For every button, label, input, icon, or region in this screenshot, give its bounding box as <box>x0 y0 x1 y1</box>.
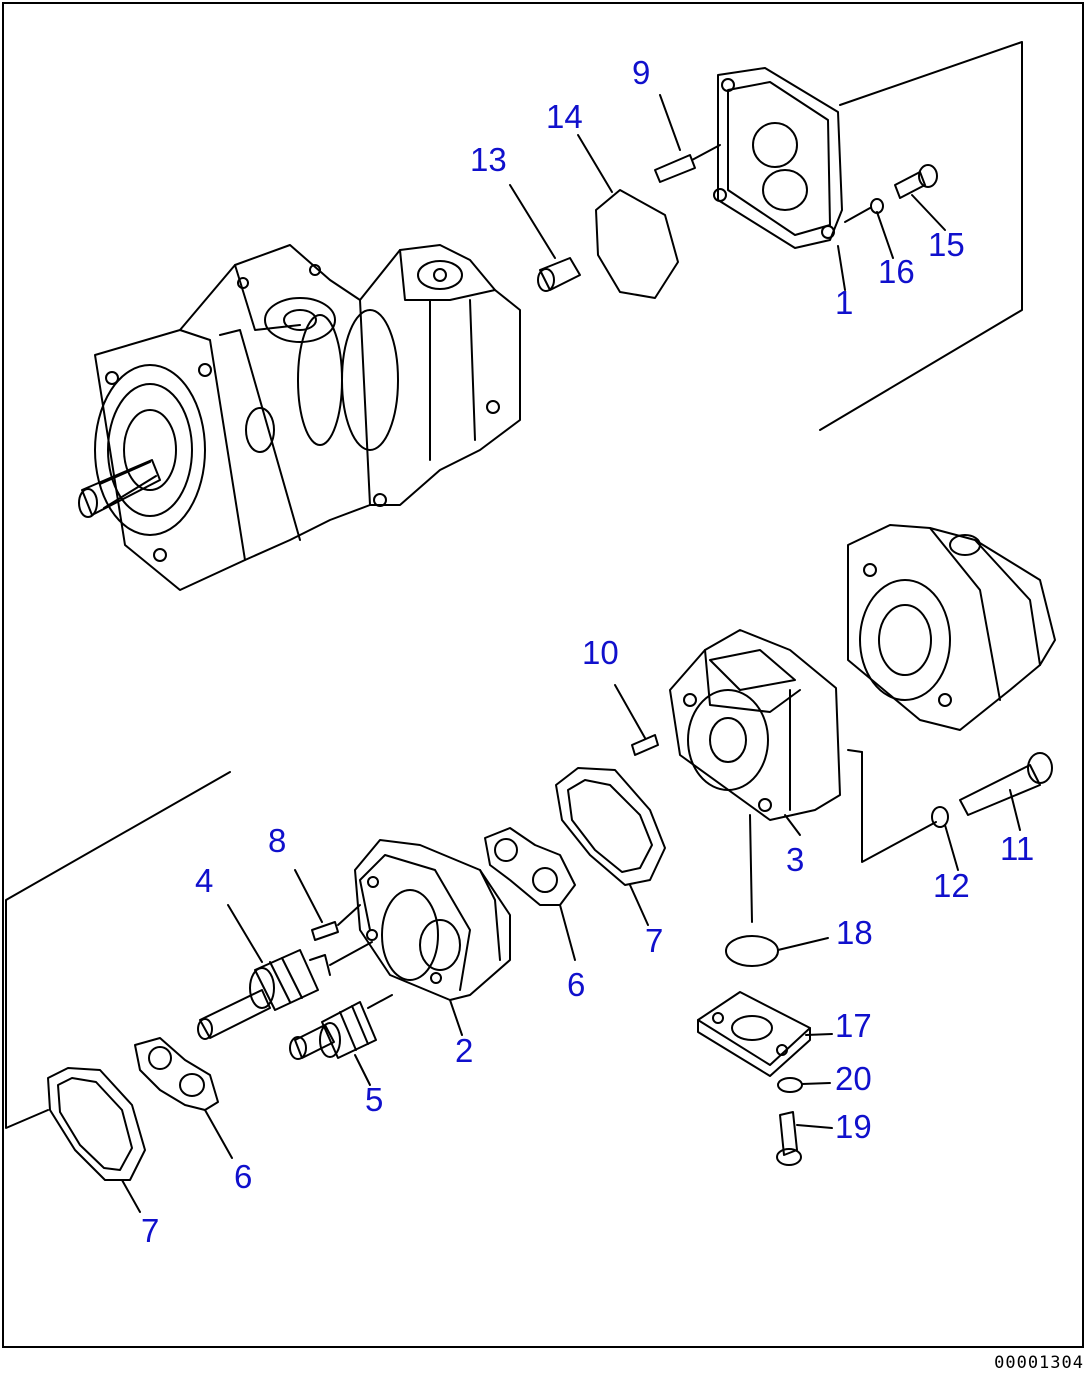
part-10-dowel-pin <box>614 684 659 756</box>
part-11-bolt <box>959 752 1053 831</box>
part-13-bushing <box>509 184 581 292</box>
part-20-washer <box>777 1077 831 1093</box>
callout-11: 11 <box>1000 830 1035 867</box>
callout-6-lower: 6 <box>234 1158 253 1195</box>
callout-20: 20 <box>835 1060 872 1097</box>
callout-19: 19 <box>835 1108 872 1145</box>
part-15-bolt <box>894 164 946 231</box>
callout-10: 10 <box>582 634 619 671</box>
part-6-bushing-plate-lower <box>134 1037 233 1159</box>
callout-5: 5 <box>365 1081 384 1118</box>
callout-14: 14 <box>546 98 583 135</box>
part-5-driven-gear <box>289 994 393 1086</box>
callout-4: 4 <box>195 862 214 899</box>
drawing-frame <box>2 2 1084 1348</box>
upper-plane-boundary <box>819 41 1023 431</box>
part-9-dowel-pin <box>654 94 721 183</box>
callout-18: 18 <box>836 914 873 951</box>
part-14-seal <box>577 134 679 299</box>
callout-17: 17 <box>835 1007 872 1044</box>
part-7-gasket-upper <box>555 767 666 926</box>
callout-9: 9 <box>632 54 651 91</box>
part-8-dowel-pin <box>294 869 361 941</box>
callout-7-lower: 7 <box>141 1212 160 1249</box>
part-18-o-ring <box>725 935 829 967</box>
part-17-flange <box>697 991 833 1077</box>
pump-assembly <box>78 244 521 591</box>
part-19-bolt <box>776 1111 833 1166</box>
callout-1: 1 <box>835 284 854 321</box>
callout-15: 15 <box>928 226 965 263</box>
part-12-washer <box>931 806 959 871</box>
callout-8: 8 <box>268 822 287 859</box>
part-2-gear-case <box>354 839 511 1036</box>
part-1-rear-cover <box>713 67 846 291</box>
part-16-washer <box>844 198 894 259</box>
callout-6-upper: 6 <box>567 966 586 1003</box>
callout-3: 3 <box>786 841 805 878</box>
part-3-gear-housing <box>669 629 937 923</box>
part-6-bushing-plate-upper <box>484 827 576 961</box>
second-pump-housing <box>847 524 1056 731</box>
callout-7-upper: 7 <box>645 922 664 959</box>
callout-2: 2 <box>455 1032 474 1069</box>
callout-13: 13 <box>470 141 507 178</box>
callout-12: 12 <box>933 867 970 904</box>
part-4-drive-gear <box>197 904 373 1040</box>
drawing-number: 00001304 <box>994 1353 1084 1373</box>
lower-plane-boundary <box>5 771 231 1129</box>
part-7-gasket-lower <box>47 1067 146 1213</box>
callout-16: 16 <box>878 253 915 290</box>
